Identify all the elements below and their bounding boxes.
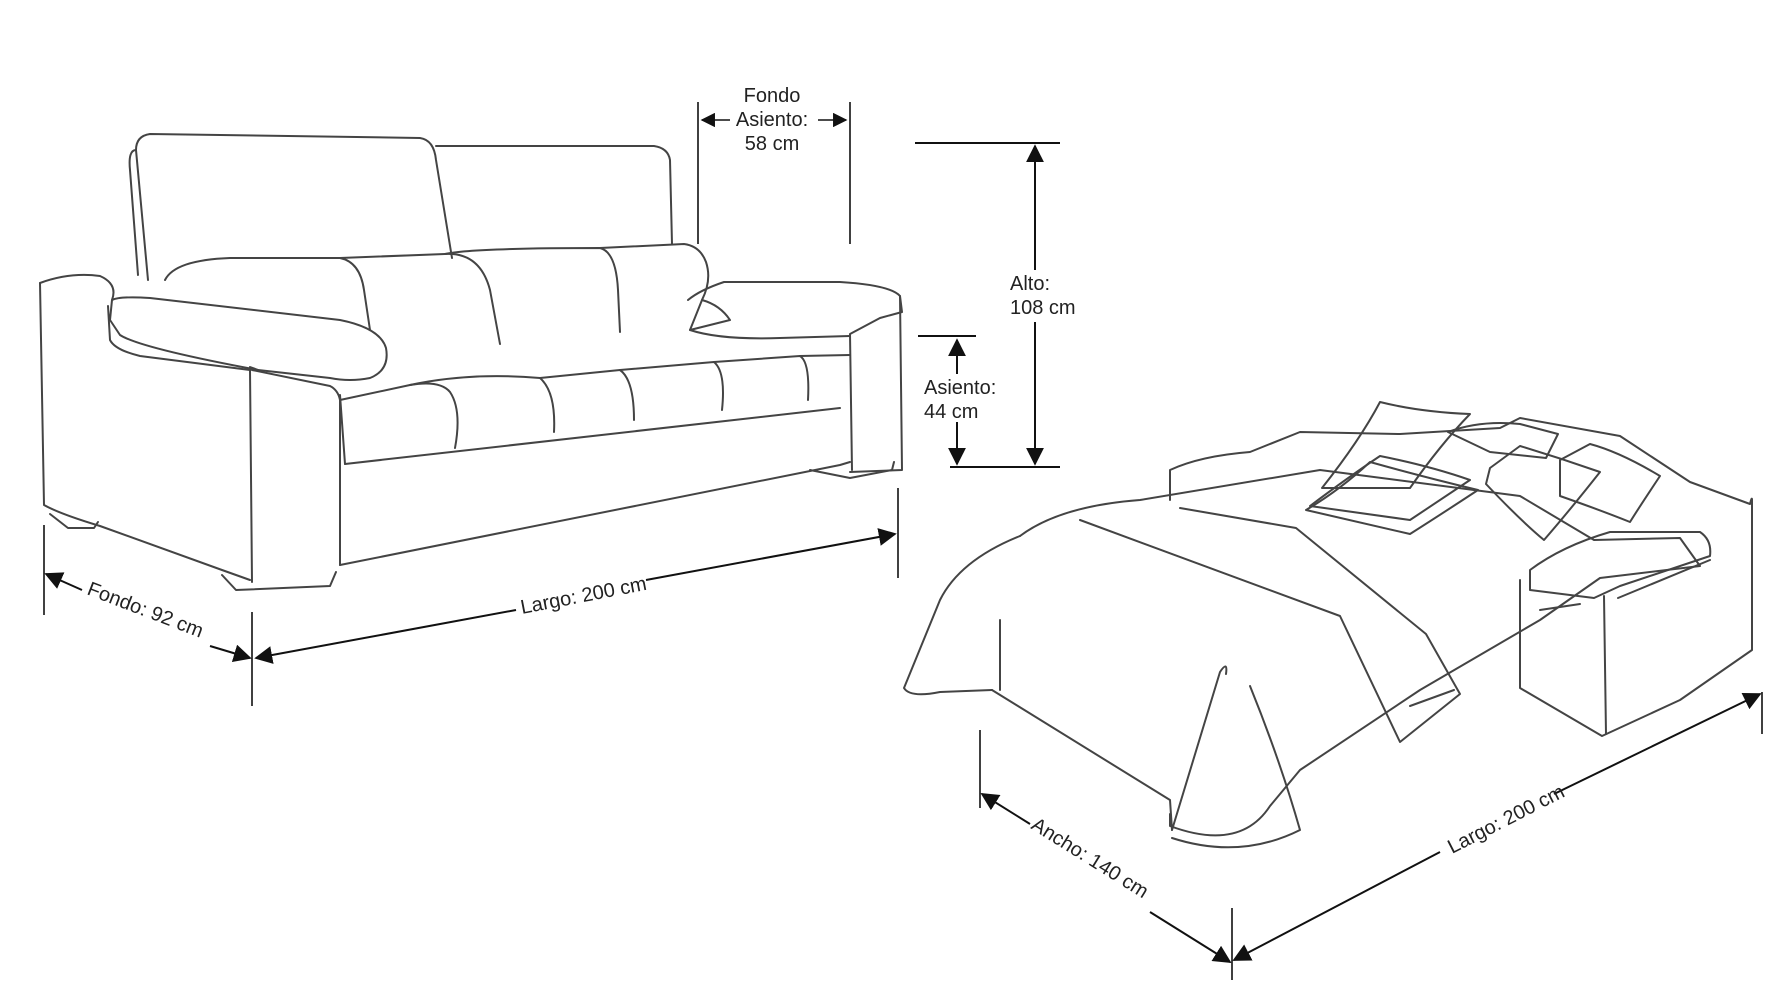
bed-largo-arrow-left [1232,851,1441,961]
sofa-seat-front [344,407,841,465]
sofa-left-arm [39,273,259,371]
asiento-label-2: 44 cm [924,401,978,423]
fondo-label: Fondo: 92 cm [84,578,206,642]
bed-runner [1079,507,1461,743]
ancho-arrow-left [980,793,1031,825]
bed-spread [1019,469,1701,837]
alto-label-2: 108 cm [1010,297,1076,319]
asiento-label-1: Asiento: [924,377,996,399]
bed-right-arm [1519,499,1753,737]
sofa-dimensions: Fondo Asiento: 58 cm Alto: 108 cm Asient… [43,85,1076,706]
ancho-arrow-right [1149,911,1232,963]
bed-dimensions: Ancho: 140 cm Largo: 200 cm [979,692,1763,980]
fondo-arrow-right [209,644,252,662]
bed-largo-label: Largo: 200 cm [1444,781,1568,859]
bed-pillow-4 [1485,445,1601,541]
bed-pillow-6 [1305,461,1479,535]
sofa-largo-arrow-left [254,609,517,664]
sofa-largo-arrow-right [645,528,897,581]
fondo-asiento-label-3: 58 cm [745,133,799,155]
fondo-asiento-label-1: Fondo [744,85,801,107]
fondo-arrow-left [44,572,83,591]
sofa-back-cushions [164,257,371,331]
fondo-asiento-label-2: Asiento: [736,109,808,131]
sofa-backrest-right [435,145,673,245]
bed-drawing [903,401,1753,849]
bed-largo-arrow-right [1553,692,1762,795]
sofa-drawing [39,133,903,591]
sofa-backrest-left [135,133,453,281]
ancho-label: Ancho: 140 cm [1027,814,1152,903]
sofa-feet [49,513,99,529]
sofa-largo-label: Largo: 200 cm [519,573,649,619]
alto-label-1: Alto: [1010,273,1050,295]
bed-pillow-2 [1447,422,1559,459]
bed-pillow-1 [1321,401,1471,489]
bed-pillow-3 [1559,443,1661,523]
bed-pillow-5 [1309,455,1471,521]
bed-back [1169,417,1753,505]
